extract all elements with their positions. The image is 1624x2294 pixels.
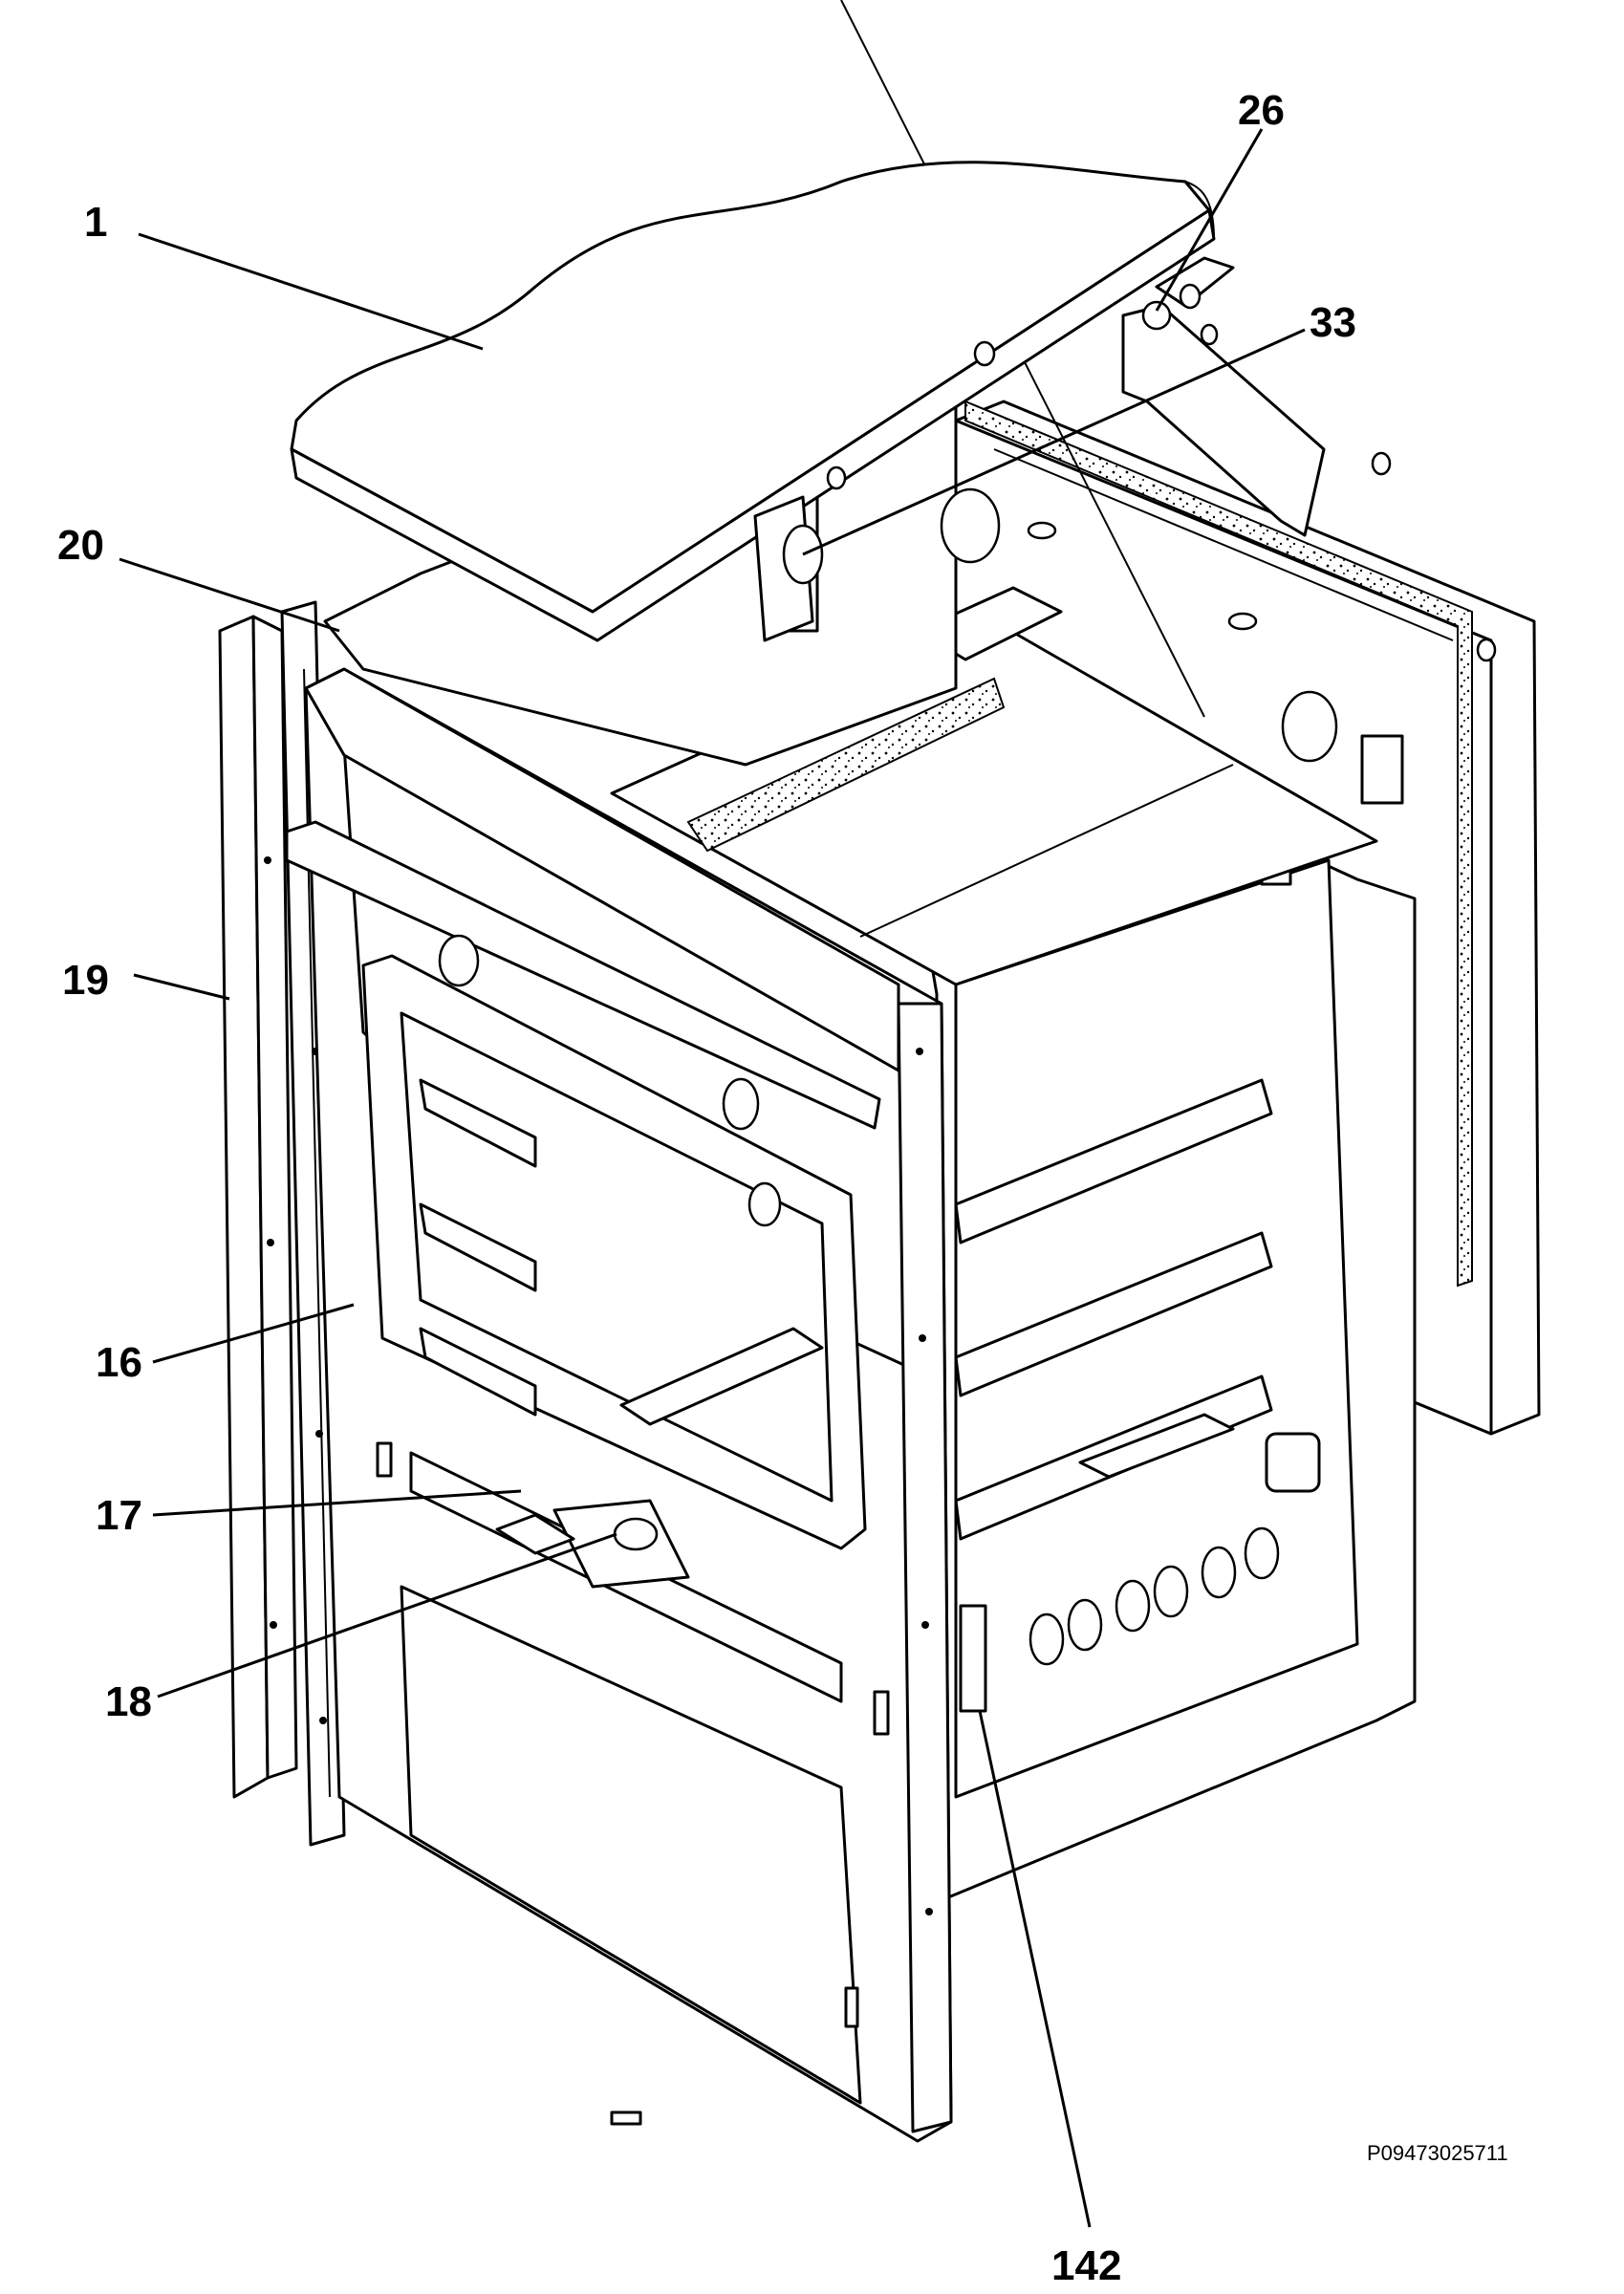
- front-frame: [285, 667, 987, 2143]
- leader-lines: [119, 128, 1306, 2228]
- leader-17: [152, 1489, 522, 1517]
- callout-33: 33: [1310, 299, 1356, 346]
- callout-26: 26: [1238, 87, 1285, 134]
- callout-16: 16: [96, 1339, 142, 1386]
- leader-142: [978, 1710, 1092, 2228]
- leader-26: [1155, 128, 1264, 312]
- reference-code: P09473025711: [1367, 2141, 1508, 2165]
- left-side-strip: [218, 615, 298, 1799]
- top-bracket: [1121, 256, 1497, 662]
- leader-33: [802, 328, 1306, 556]
- top-cover: [290, 161, 1216, 642]
- callout-17: 17: [96, 1492, 142, 1539]
- callout-18: 18: [105, 1678, 152, 1725]
- callout-1: 1: [84, 199, 107, 246]
- callout-19: 19: [62, 957, 109, 1004]
- leader-18: [157, 1532, 617, 1699]
- leader-16: [152, 1303, 355, 1364]
- callout-20: 20: [57, 522, 104, 569]
- callout-labels: 1 26 33 20 19 16 17 18 142 P09473025711: [57, 87, 1508, 2289]
- left-frame: [280, 600, 346, 1847]
- cavity-right-side: [877, 658, 1417, 1904]
- leader-19: [133, 973, 230, 1001]
- leader-20: [119, 557, 340, 633]
- callout-142: 142: [1051, 2242, 1121, 2289]
- leader-1: [138, 232, 484, 351]
